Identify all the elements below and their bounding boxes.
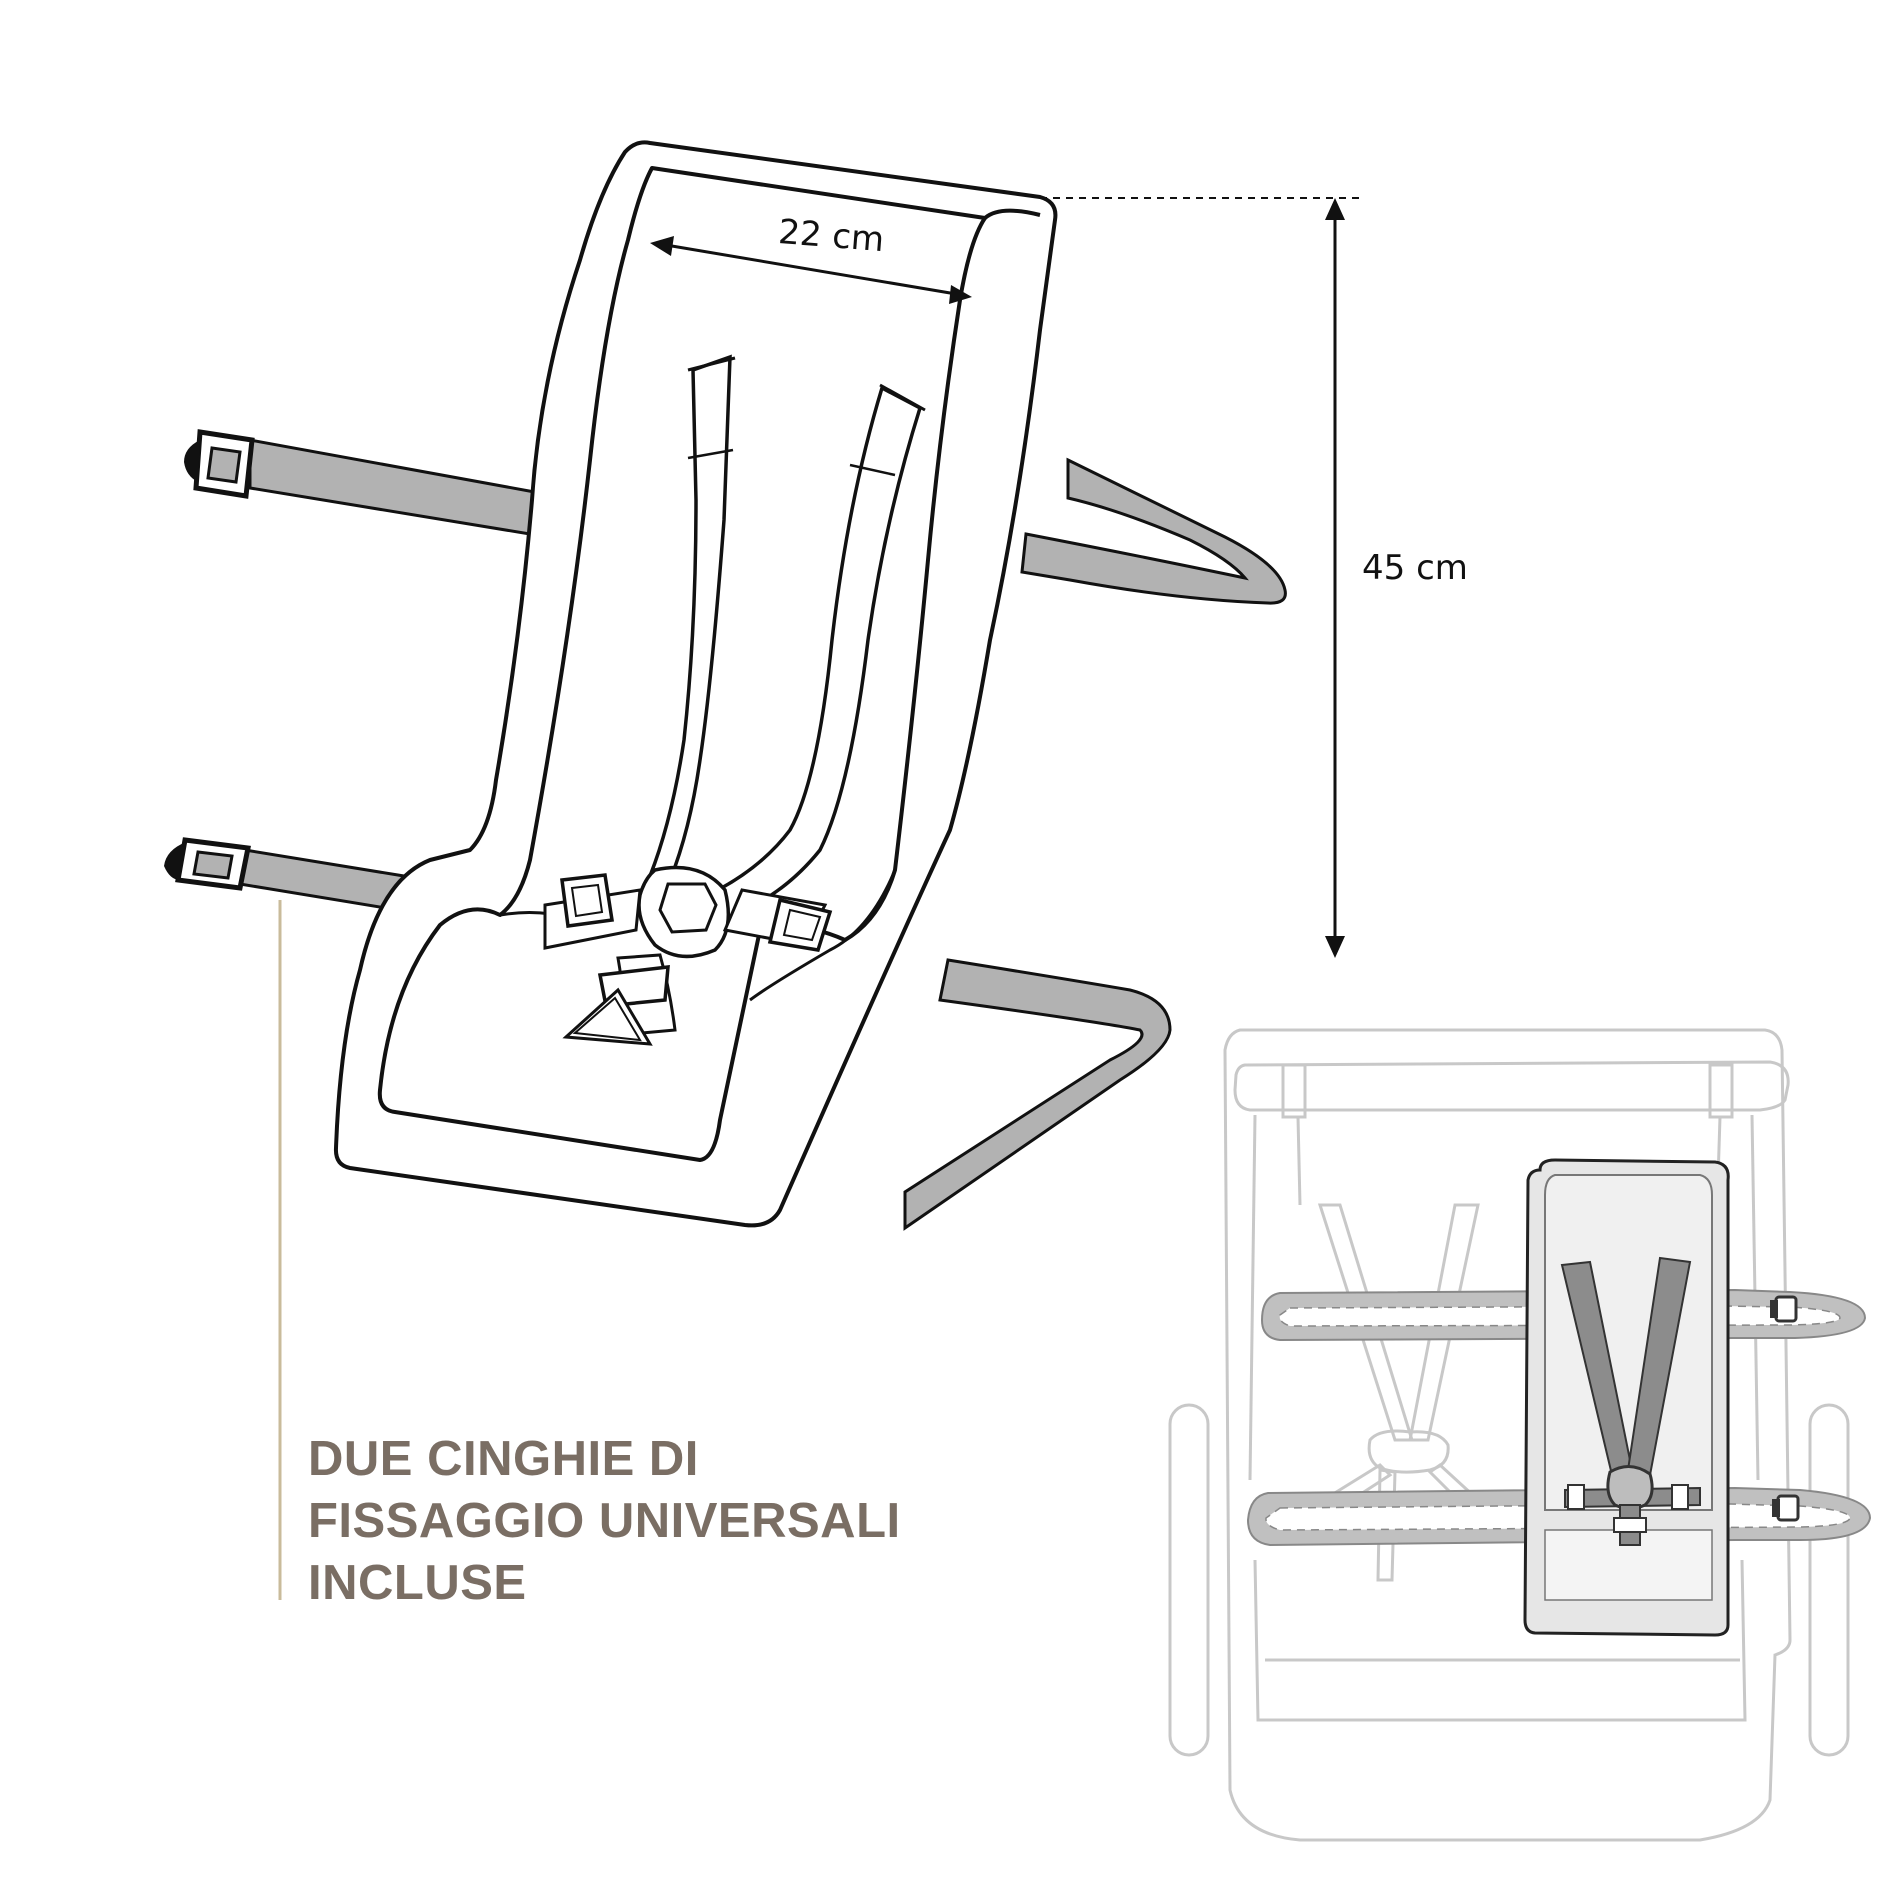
height-dimension-label: 45 cm [1362,548,1468,588]
lower-left-buckle-icon [164,837,251,891]
lower-right-strap-loop [903,958,1172,1231]
upper-right-strap-loop [1020,457,1287,605]
caption-line-3: INCLUSE [308,1556,527,1610]
caption-line-1: DUE CINGHIE DI [308,1432,699,1486]
width-dimension-arrow [650,236,972,304]
width-dimension-label: 22 cm [776,212,886,261]
height-dimension-arrow [1040,197,1360,958]
crotch-strap [562,953,677,1046]
harness-center-buckle-icon [637,865,731,959]
left-lap-buckle-icon [543,873,642,950]
upper-left-strap [248,438,542,537]
inset-seat [1523,1158,1730,1637]
upper-left-buckle-icon [184,429,255,499]
right-lap-buckle-icon [722,888,833,952]
caption-line-2: FISSAGGIO UNIVERSALI [308,1494,901,1548]
trailer-inset [1168,1028,1850,1842]
strap-caption: DUE CINGHIE DI FISSAGGIO UNIVERSALI INCL… [308,1428,1008,1614]
